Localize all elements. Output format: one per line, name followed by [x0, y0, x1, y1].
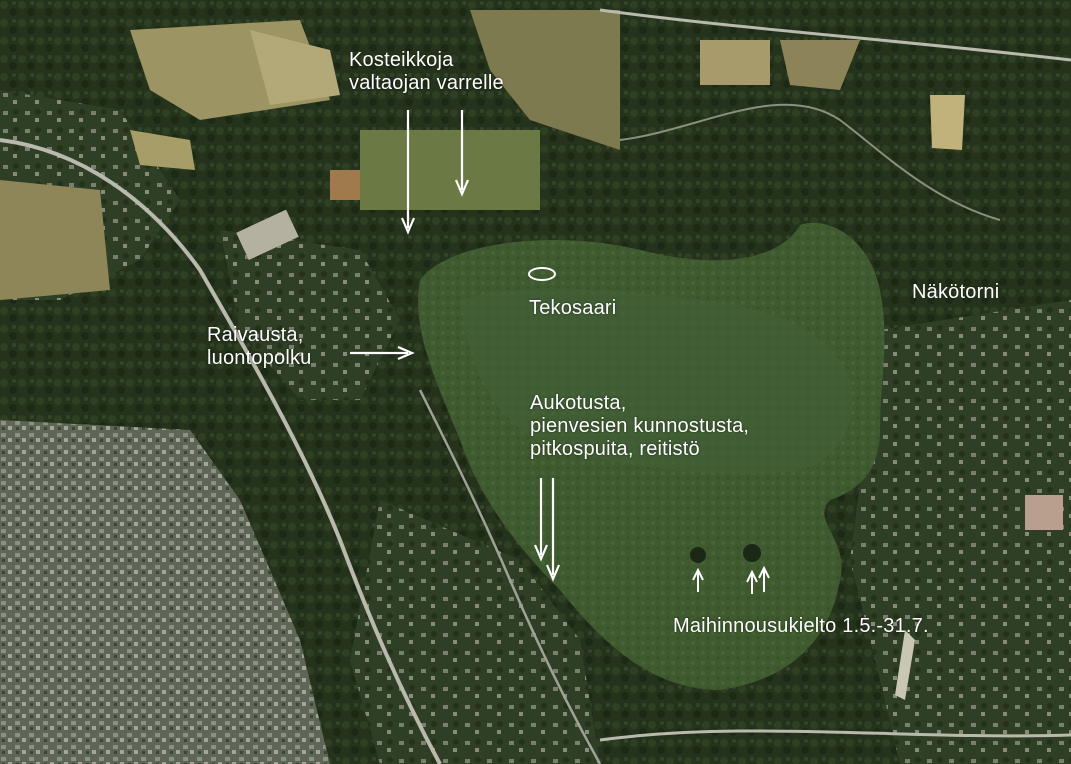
arrow-icon — [692, 567, 704, 592]
field — [130, 130, 195, 170]
label-wetlands-line-2: valtaojan varrelle — [349, 72, 504, 94]
arrow-icon — [746, 569, 758, 594]
label-opening-line-1: Aukotusta, — [530, 392, 627, 414]
field — [360, 130, 540, 210]
label-opening-line-2: pienvesien kunnostusta, — [530, 415, 750, 437]
track-north — [619, 103, 1001, 221]
label-landing-ban: Maihinnousukielto 1.5.-31.7. — [673, 615, 929, 637]
clearing-strip — [895, 630, 915, 700]
label-tower: Näkötorni — [912, 281, 1000, 303]
building — [1025, 495, 1063, 530]
ellipse-icon — [528, 267, 556, 281]
label-opening-line-3: pitkospuita, reitistö — [530, 438, 700, 460]
field — [330, 170, 360, 200]
label-island: Tekosaari — [529, 297, 617, 319]
islet — [743, 544, 761, 562]
arrow-icon — [758, 565, 770, 592]
road-main-west — [0, 138, 442, 764]
field — [780, 40, 860, 90]
residential-area-west — [220, 230, 400, 400]
residential-area-south — [350, 500, 600, 764]
building — [236, 209, 299, 261]
road-south — [599, 729, 1071, 742]
field — [700, 40, 770, 85]
label-clearing-line-2: luontopolku — [207, 347, 312, 369]
label-clearing-line-1: Raivausta, — [207, 324, 304, 346]
urban-area-west — [0, 420, 330, 764]
field — [0, 180, 110, 300]
label-opening: Aukotusta, pienvesien kunnostusta, pitko… — [530, 392, 749, 461]
lake-open-water — [460, 288, 853, 474]
islet — [690, 547, 706, 563]
arrow-icon — [400, 110, 416, 235]
road-north — [599, 8, 1071, 62]
arrow-icon — [350, 345, 415, 361]
road-lakeside — [418, 389, 602, 764]
arrow-icon — [533, 478, 549, 562]
arrow-icon — [545, 478, 561, 582]
label-clearing: Raivausta, luontopolku — [207, 324, 312, 370]
field — [470, 10, 620, 150]
label-wetlands-line-1: Kosteikkoja — [349, 49, 454, 71]
label-wetlands: Kosteikkoja valtaojan varrelle — [349, 49, 504, 95]
field — [930, 95, 965, 150]
arrow-icon — [454, 110, 470, 197]
field — [250, 30, 340, 105]
